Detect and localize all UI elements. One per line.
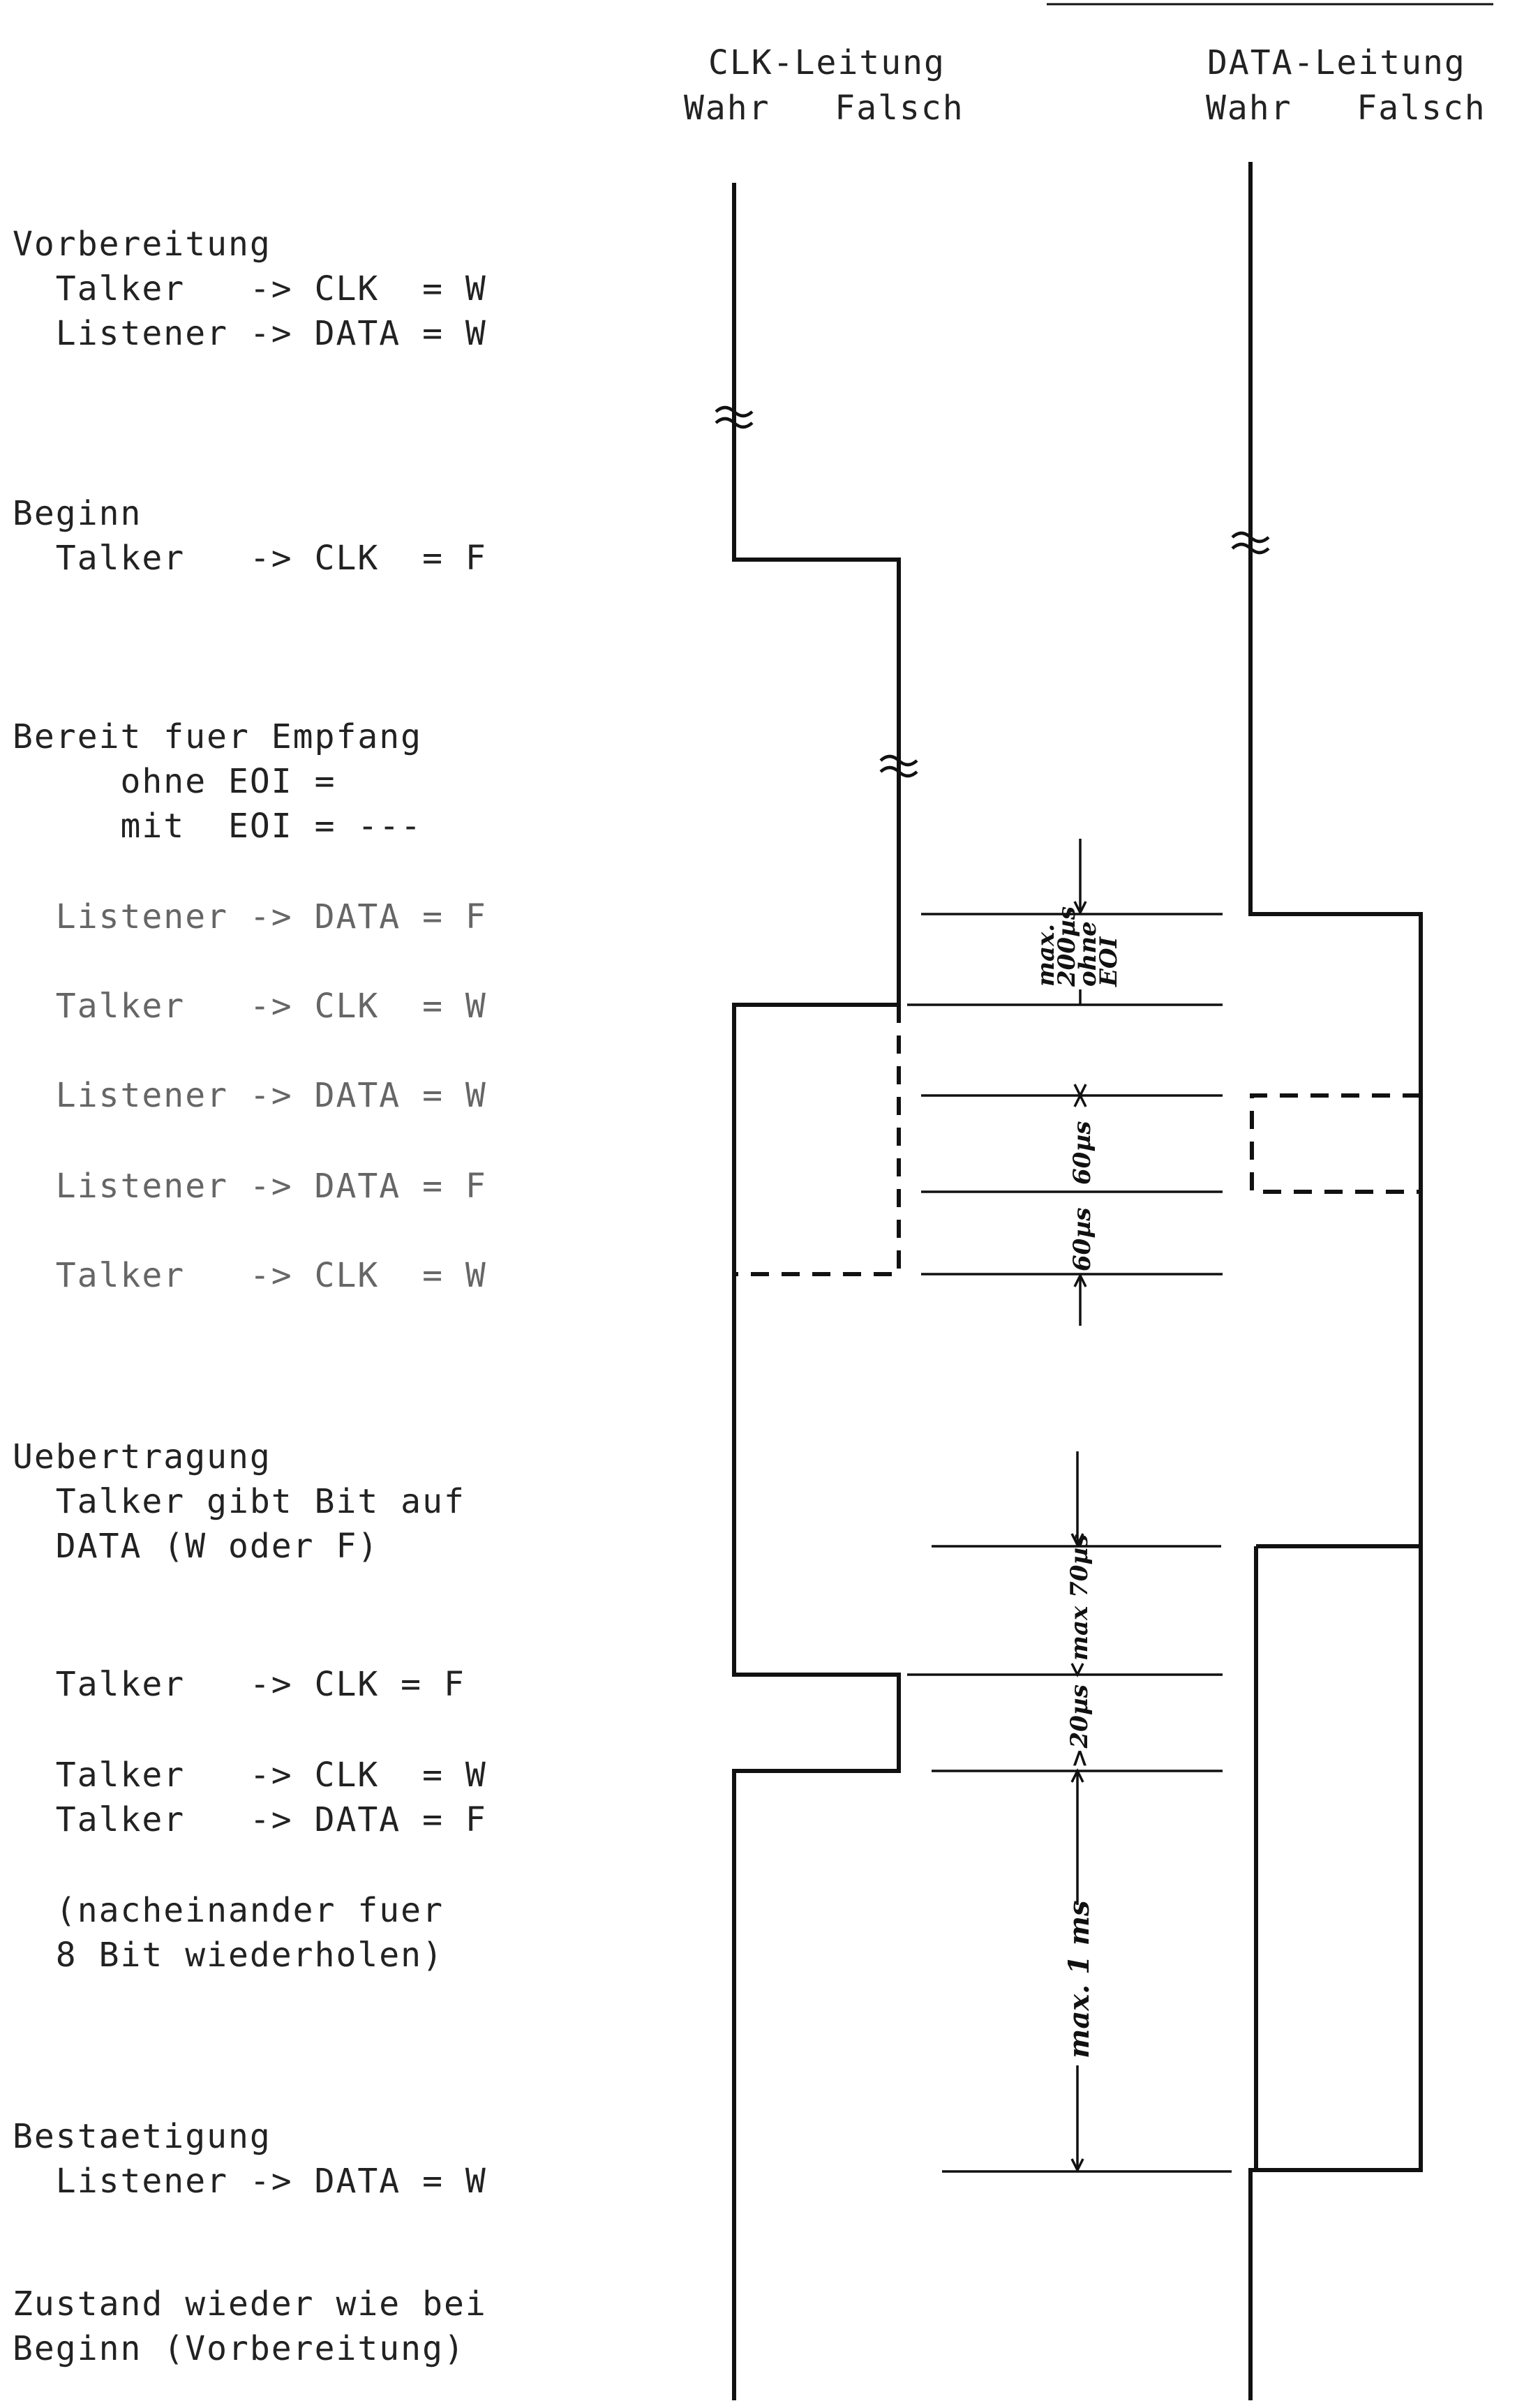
- arrowhead-up-icon: [1073, 1093, 1087, 1107]
- label-60us-b: 60µs: [1068, 1208, 1096, 1271]
- step-talker-clk-w-2: Talker -> CLK = W: [0, 0, 595, 1295]
- break-symbols: [715, 405, 1270, 778]
- arrowhead-down-icon: [1070, 1663, 1084, 1677]
- data-eoi-dashed: [1250, 1093, 1421, 1194]
- step-list: Vorbereitung Talker -> CLK = W Listener …: [0, 0, 638, 2368]
- arrowhead-up-icon: [1070, 1768, 1084, 1783]
- break-icon: [1231, 542, 1270, 555]
- break-icon: [879, 765, 918, 778]
- timing-labels: max. 200µs ohne EOI 60µs 60µs max 70µs >…: [1032, 898, 1123, 2058]
- label-min-20us: >20µs: [1066, 1684, 1093, 1768]
- step-talker-clk-w-1: Talker -> CLK = W: [0, 0, 595, 1026]
- label-max-70us: max 70µs: [1066, 1534, 1093, 1661]
- clk-eoi-dashed: [734, 1005, 901, 1276]
- step-vorbereitung: Vorbereitung Talker -> CLK = W Listener …: [0, 0, 638, 353]
- arrowhead-down-icon: [1070, 2158, 1084, 2173]
- data-header: DATA-Leitung Wahr Falsch: [1206, 43, 1486, 128]
- break-icon: [715, 417, 754, 429]
- break-icon: [879, 754, 918, 767]
- step-uebertragung: Uebertragung Talker gibt Bit auf DATA (W…: [0, 0, 616, 1566]
- label-max-1ms: max. 1 ms: [1063, 1900, 1096, 2058]
- clk-signal: [732, 183, 901, 2400]
- clk-line-states: Wahr Falsch: [684, 89, 964, 128]
- step-zustand: Zustand wieder wie bei Beginn (Vorbereit…: [0, 0, 638, 2368]
- step-listener-data-w: Listener -> DATA = W: [0, 0, 595, 1115]
- step-repeat-note: (nacheinander fuer 8 Bit wiederholen): [0, 0, 595, 1975]
- label-60us-a: 60µs: [1068, 1121, 1096, 1185]
- clk-line-title: CLK-Leitung: [708, 43, 946, 82]
- data-trace: [1248, 162, 1423, 2400]
- data-line-states: Wahr Falsch: [1206, 89, 1486, 128]
- arrowhead-down-icon: [1070, 1533, 1084, 1548]
- step-bereit: Bereit fuer Empfang ohne EOI = mit EOI =…: [0, 0, 573, 846]
- step-talker-clk-f: Talker -> CLK = F: [0, 0, 573, 1704]
- data-line-title: DATA-Leitung: [1207, 43, 1466, 82]
- label-max-200us: max. 200µs ohne EOI: [1032, 898, 1123, 987]
- data-signal: [1248, 162, 1423, 2400]
- break-icon: [715, 405, 754, 418]
- step-bestaetigung: Bestaetigung Listener -> DATA = W: [0, 0, 595, 2201]
- timing-references: [907, 913, 1232, 2173]
- clk-trace-upper: [732, 183, 901, 2400]
- timing-arrows: [1070, 839, 1087, 2173]
- arrowhead-down-icon: [1073, 901, 1087, 915]
- step-listener-data-f-1: Listener -> DATA = F: [0, 0, 595, 936]
- clk-header: CLK-Leitung Wahr Falsch: [684, 43, 964, 128]
- step-listener-data-f-2: Listener -> DATA = F: [0, 0, 595, 1206]
- break-icon: [1231, 531, 1270, 544]
- step-beginn: Beginn Talker -> CLK = F: [0, 0, 595, 578]
- data-bit-box: [1254, 1544, 1421, 2170]
- step-talker-clk-w-data-f: Talker -> CLK = W Talker -> DATA = F: [0, 0, 638, 1839]
